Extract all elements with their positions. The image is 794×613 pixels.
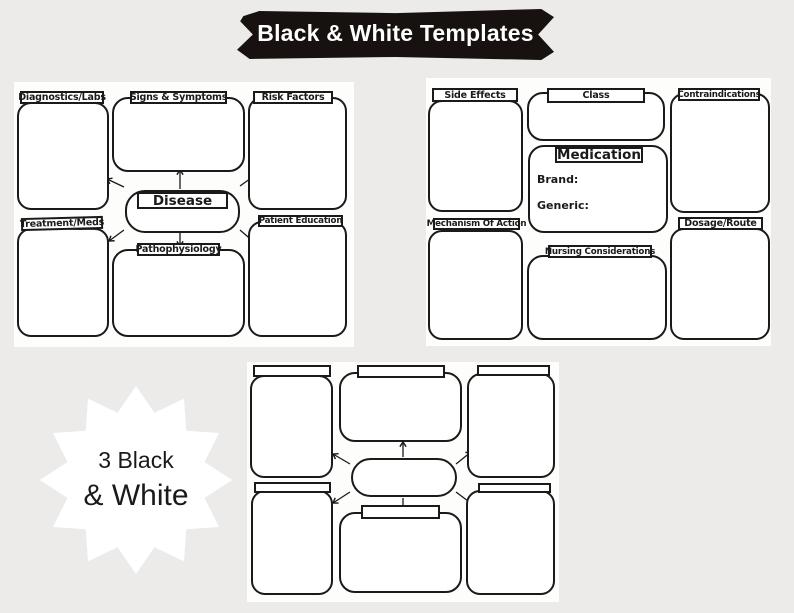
disease-center-label: Disease (137, 192, 228, 209)
badge-line2: & White (83, 479, 189, 512)
arrow-upper-left-icon (331, 452, 351, 465)
dosage-route-label: Dosage/Route (678, 217, 763, 230)
blank-box-top-center (339, 372, 462, 442)
page-title: Black & White Templates (257, 20, 534, 46)
class-label: Class (547, 88, 645, 103)
signs-symptoms-label: Signs & Symptoms (129, 91, 228, 104)
diagnostics-labs-label: Diagnostics/Labs (18, 91, 106, 104)
patient-education-box (248, 221, 347, 337)
blank-box-top-right (467, 373, 555, 478)
badge-line1: 3 Black (98, 447, 174, 473)
side-effects-box (428, 100, 523, 212)
disease-template-page: Diagnostics/Labs Signs & Symptoms Risk F… (14, 82, 354, 347)
nursing-considerations-box (527, 255, 667, 340)
arrow-lower-left-icon (331, 491, 351, 504)
dosage-route-box (670, 228, 770, 340)
arrow-upper-left-icon (105, 177, 125, 188)
signs-symptoms-box (112, 97, 245, 172)
contraindications-box (670, 93, 770, 213)
blank-center-box (351, 458, 457, 497)
side-effects-label: Side Effects (432, 88, 518, 102)
mechanism-of-action-label: Mechanism Of Action (426, 218, 527, 230)
blank-box-top-left (250, 375, 333, 478)
blank-box-bottom-left (251, 490, 333, 595)
patient-education-label: Patient Education (258, 215, 343, 227)
pathophysiology-box (112, 249, 245, 337)
treatment-meds-label: Treatment/Meds (19, 215, 105, 232)
risk-factors-box (248, 97, 347, 210)
contraindications-label: Contraindications (677, 88, 761, 101)
nursing-considerations-label: Nursing Considerations (544, 245, 656, 258)
blank-box-bottom-center (339, 512, 462, 593)
arrow-lower-left-icon (107, 229, 125, 242)
blank-label-bar (253, 365, 331, 377)
blank-label-bar (478, 483, 551, 493)
mechanism-of-action-box (428, 230, 523, 340)
diagnostics-labs-box (17, 102, 109, 210)
pathophysiology-label: Pathophysiology (135, 243, 222, 256)
blank-label-bar (254, 482, 331, 493)
treatment-meds-box (17, 228, 109, 337)
blank-label-bar (477, 365, 550, 376)
risk-factors-label: Risk Factors (253, 91, 333, 104)
starburst-badge: 3 Black & White (40, 386, 232, 574)
blank-label-bar (357, 365, 445, 378)
blank-label-bar (361, 505, 440, 519)
blank-box-bottom-right (466, 490, 555, 595)
medication-center-label: Medication (555, 147, 643, 163)
medication-template-page: Side Effects Class Brand: Generic: Medic… (426, 78, 771, 346)
brand-label: Brand: (537, 173, 579, 186)
blank-template-page (247, 362, 559, 602)
title-ribbon-banner: Black & White Templates (237, 9, 554, 60)
radial-arrows-icon (105, 168, 256, 248)
generic-label: Generic: (537, 199, 589, 212)
